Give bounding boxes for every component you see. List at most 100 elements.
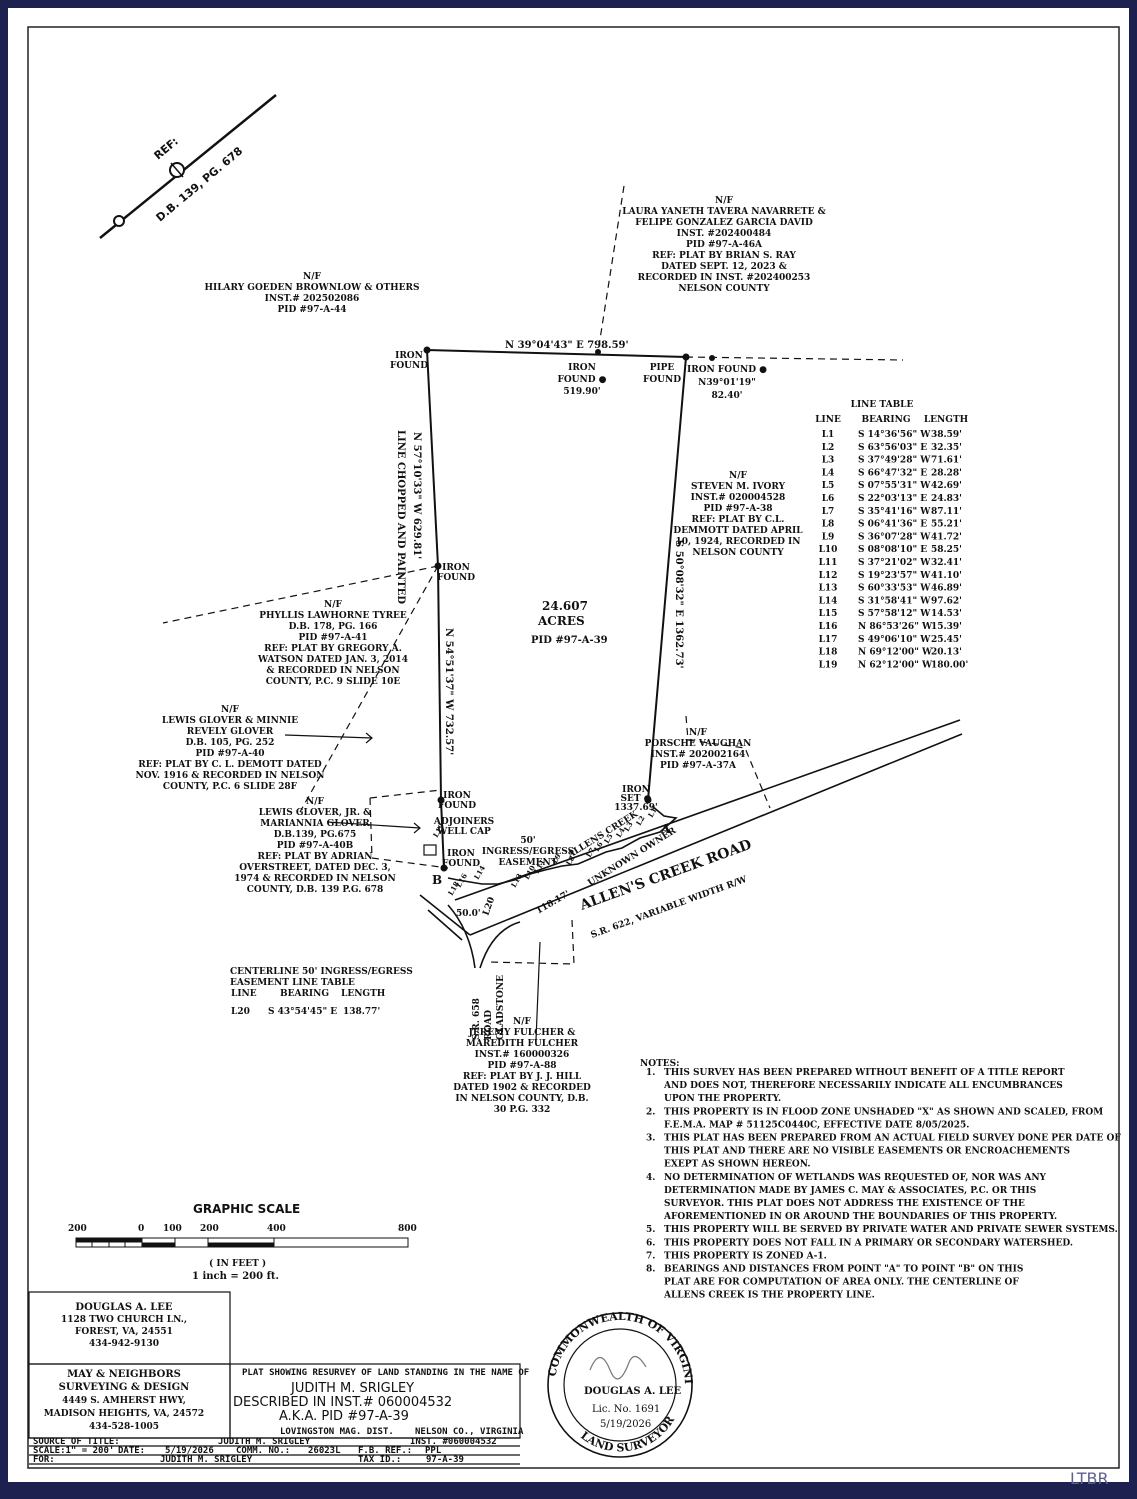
well-line-1: WELL CAP [436, 827, 491, 837]
described-in: DESCRIBED IN INST.# 060004532 [233, 1395, 452, 1410]
note-text: NO DETERMINATION OF WETLANDS WAS REQUEST… [664, 1173, 1047, 1183]
adjoiner-e-line-2: INST.# 020004528 [691, 493, 786, 503]
adjoiner-s-line-0: N/F [513, 1017, 532, 1027]
graphic-scale: GRAPHIC SCALE 200 0 100 200 400 800 ( IN… [68, 1202, 417, 1282]
line-chopped-label: LINE CHOPPED AND PAINTED [395, 430, 406, 604]
line-table-row-length: 46.89' [931, 584, 962, 594]
pipe-found-label: PIPE FOUND [643, 363, 681, 385]
line-table-row-bearing: N 86°53'26" W [858, 622, 933, 632]
iron-w-line-1: FOUND [437, 573, 475, 583]
note-text: BEARINGS AND DISTANCES FROM POINT "A" TO… [664, 1265, 1023, 1275]
north-arrow: REF: D.B. 139, PG. 678 [99, 94, 277, 239]
adjoiner-se-line-1: PORSCHE VAUGHAN [645, 739, 752, 749]
line-table-row-length: 24.83' [931, 494, 962, 504]
creek-label-l8: L8 [564, 854, 577, 867]
adjoiner-ne-line-8: NELSON COUNTY [678, 284, 770, 294]
adjoiner-e-line-0: N/F [729, 471, 748, 481]
iron-mid-line-2: 519.90' [563, 387, 600, 397]
line-table-row-line: L15 [819, 609, 838, 619]
easement-row-length: 138.77' [343, 1007, 380, 1017]
pipe-line-1: FOUND [643, 375, 681, 385]
tb-row2-cell: SCALE:1" = 200' [33, 1446, 114, 1456]
note-text: SURVEYOR. THIS PLAT DOES NOT ADDRESS THE… [664, 1199, 1025, 1209]
note-text: UPON THE PROPERTY. [664, 1094, 781, 1104]
client-line-1: 1128 TWO CHURCH LN., [61, 1315, 187, 1325]
adjoiner-ne-line-5: REF: PLAT BY BRIAN S. RAY [652, 251, 796, 261]
iron-sw-line-1: FOUND [438, 801, 476, 811]
client-line-0: DOUGLAS A. LEE [75, 1302, 173, 1313]
line-table-row-length: 20.13' [931, 648, 962, 658]
line-table-header-length: LENGTH [924, 415, 969, 425]
line-table-row-line: L10 [819, 545, 838, 555]
notes-title: NOTES: [640, 1059, 679, 1069]
owner-name: JUDITH M. SRIGLEY [290, 1381, 414, 1396]
adjoiner-se-line-3: PID #97-A-37A [660, 761, 737, 771]
adjoiner-w3-line-0: N/F [306, 797, 325, 807]
scale-tick-4: 400 [267, 1224, 286, 1234]
tb-row2-cell: DATE: [118, 1446, 145, 1456]
note-number: 3. [646, 1134, 655, 1144]
adjoiner-ne-line-0: N/F [715, 196, 734, 206]
line-table-row-bearing: S 14°36'56" W [858, 430, 931, 440]
firm-line-0: MAY & NEIGHBORS [67, 1369, 181, 1380]
gladstone-line-2: S.R. 658 [472, 998, 482, 1040]
scale-tick-1: 0 [138, 1224, 144, 1234]
line-table-row-length: 58.25' [931, 545, 962, 555]
firm-line-1: SURVEYING & DESIGN [59, 1382, 190, 1393]
line-table-row-line: L18 [819, 648, 838, 658]
ref-label: REF: [152, 135, 181, 163]
adjoiner-w1-line-2: D.B. 178, PG. 166 [289, 622, 378, 632]
scale-tick-5: 800 [398, 1224, 417, 1234]
line-table-row-length: 42.69' [931, 481, 962, 491]
monuments [423, 346, 715, 872]
ease-line-1: INGRESS/EGRESS [482, 847, 574, 857]
property-pid: PID #97-A-39 [531, 635, 608, 646]
line-table-header-bearing: BEARING [861, 415, 910, 425]
adjoiner-w1-line-6: & RECORDED IN NELSON [266, 666, 399, 676]
pipe-line-0: PIPE [650, 363, 675, 373]
seal-lic: Lic. No. 1691 [592, 1404, 660, 1415]
adjoiner-nw-line-2: INST.# 202502086 [265, 294, 360, 304]
note-number: 2. [646, 1107, 655, 1117]
adjoiner-w3-line-8: COUNTY, D.B. 139 P.G. 678 [247, 885, 384, 895]
iron-sw-line-0: IRON [443, 791, 471, 801]
easement-row-bearing: S 43°54'45" E [268, 1007, 337, 1017]
line-table-row-bearing: S 08°08'10" E [858, 545, 927, 555]
iron-ne-line-0: IRON FOUND ● [687, 365, 767, 375]
adjoiner-w2-line-7: COUNTY, P.C. 6 SLIDE 28F [163, 782, 298, 792]
iron-s-line-0: IRON [447, 849, 475, 859]
firm-line-4: 434-528-1005 [89, 1422, 159, 1432]
adjoiner-w3-line-4: PID #97-A-40B [277, 841, 354, 851]
line-table-header-line: LINE [815, 415, 841, 425]
note-text: F.E.M.A. MAP # 51125C0440C, EFFECTIVE DA… [664, 1120, 969, 1130]
iron-ne-line-1: N39°01'19" [698, 378, 756, 388]
roads [419, 719, 963, 969]
adjoiner-s-line-7: IN NELSON COUNTY, D.B. [455, 1094, 588, 1104]
north-line-label: N 39°04'43" E 798.59' [505, 340, 629, 351]
note-text: EXEPT AS SHOWN HEREON. [664, 1160, 811, 1170]
note-text: PLAT ARE FOR COMPUTATION OF AREA ONLY. T… [664, 1278, 1019, 1288]
note-number: 5. [646, 1225, 655, 1235]
adjoiner-w2-line-4: PID #97-A-40 [196, 749, 265, 759]
creek-label-l9: L9 [550, 852, 563, 865]
paper [8, 8, 1129, 1482]
iron-set-line-1: SET ● [620, 794, 651, 804]
iron-ne-line-2: 82.40' [712, 391, 743, 401]
adjoiner-w2-line-0: N/F [221, 705, 240, 715]
note-number: 6. [646, 1238, 655, 1248]
client-line-2: FOREST, VA, 24551 [75, 1327, 173, 1337]
line-table-row-bearing: S 07°55'31" W [858, 481, 931, 491]
title-block [28, 1291, 521, 1465]
creek-line [447, 805, 678, 885]
seal-date: 5/19/2026 [600, 1419, 651, 1430]
note-number: 7. [646, 1251, 655, 1261]
line-table-row-length: 55.21' [931, 520, 962, 530]
